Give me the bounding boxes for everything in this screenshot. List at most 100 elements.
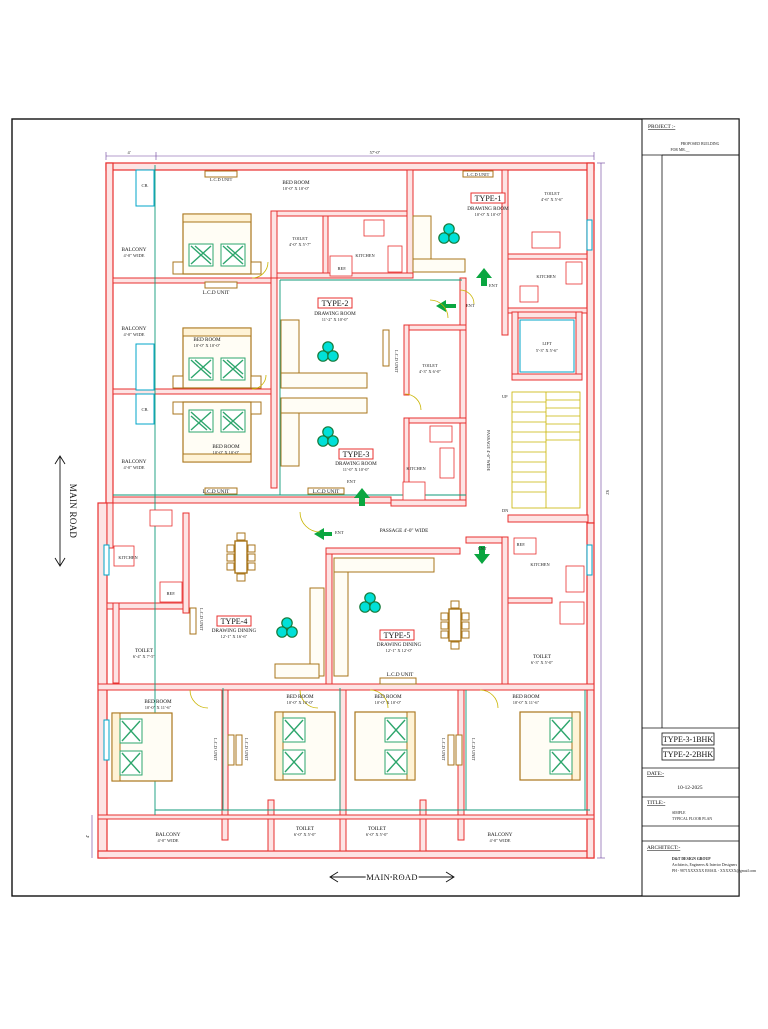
label-balcony-2: BALCONY: [121, 326, 146, 332]
lift-shaft: [519, 319, 575, 373]
label-balcony-3-dim: 4'-0" WIDE: [124, 465, 145, 470]
key-box-2: [661, 747, 715, 761]
label-bed-b3: BED ROOM: [374, 694, 402, 700]
staircase: [511, 391, 581, 509]
lift-label: LIFT: [542, 341, 552, 346]
architect-label: ARCHITECT:-: [647, 845, 680, 851]
label-lcd-t3b: L.C.D UNIT: [313, 489, 340, 495]
label-toilet-b1-dim: 6'-0" X 5'-0": [294, 832, 316, 837]
label-toilet-top-mid-dim: 4'-0" X 5'-7": [289, 242, 311, 247]
label-lcd-b4: L.C.D UNIT: [471, 738, 476, 761]
bottom-road-label: MAIN ROAD: [366, 872, 418, 882]
label-lcd-2: L.C.D UNIT: [203, 290, 230, 296]
type-3-box: [338, 448, 374, 460]
label-toilet-b2-dim: 6'-0" X 5'-0": [366, 832, 388, 837]
label-drawing-t2-dim: 11'-2" X 10'-0": [322, 317, 349, 322]
entry-arrows: [314, 268, 492, 564]
label-lcd-b3: L.C.D UNIT: [441, 738, 446, 761]
project-label: PROJECT :-: [648, 124, 676, 130]
dim-top-left: 4': [128, 150, 131, 155]
date-label: DATE:-: [647, 771, 664, 777]
title-line-2: TYPICAL FLOOR PLAN: [672, 817, 712, 821]
project-line-1: PROPOSED BUILDING: [681, 142, 720, 146]
label-lcd-b2: L.C.D UNIT: [244, 738, 249, 761]
label-drawing-t3-dim: 11'-0" X 10'-0": [343, 467, 370, 472]
label-toilet-t5: TOILET: [533, 654, 552, 660]
title-line-1: SIMPLE: [672, 811, 686, 815]
label-toilet-t5-dim: 6'-3" X 5'-0": [531, 660, 553, 665]
title-block-frame: [641, 118, 740, 897]
title-block: [642, 154, 739, 897]
label-ref-t5: REF.: [517, 542, 526, 547]
label-kitchen-top-mid: KITCHEN: [355, 253, 375, 258]
label-bed-t3-dim: 10'-0" X 10'-0": [213, 450, 240, 455]
label-lcd-t5: L.C.D UNIT: [387, 672, 414, 678]
label-toilet-t4: TOILET: [135, 648, 154, 654]
label-bed-t2: BED ROOM: [193, 337, 221, 343]
type-3-label: TYPE-3: [343, 450, 370, 459]
label-lcd-b1: L.C.D UNIT: [213, 738, 218, 761]
label-balcony-b2: BALCONY: [487, 832, 512, 838]
label-cb-2: CB.: [142, 407, 149, 412]
label-bed-t2-dim: 10'-0" X 10'-0": [194, 343, 221, 348]
label-toilet-t4-dim: 6'-4" X 7'-5": [133, 654, 155, 659]
type-2-box: [317, 297, 353, 309]
architect-line-3: PH - 9871XXXXXX EMAIL - XXXXXX@gmail.com: [672, 869, 756, 873]
label-ref-1: REF.: [338, 266, 347, 271]
label-drawing-t1: DRAWING ROOM: [467, 206, 509, 212]
label-balcony-3: BALCONY: [121, 459, 146, 465]
label-drawing-t5-dim: 12'-1" X 12'-0": [386, 648, 413, 653]
label-kitchen-t1: KITCHEN: [536, 274, 556, 279]
label-drawing-t2: DRAWING ROOM: [314, 311, 356, 317]
label-toilet-t1: TOILET: [544, 191, 560, 196]
label-lcd-t2: L.C.D UNIT: [394, 350, 399, 373]
label-drawing-t4: DRAWING DINING: [212, 628, 257, 634]
side-road-arrow: [54, 455, 66, 567]
type-4-label: TYPE-4: [221, 617, 248, 626]
architect-line-2: Architects, Engineers & Interior Designe…: [672, 863, 738, 868]
stair-up-label: UP: [502, 394, 508, 399]
lift-dim: 5'-3" X 5'-6": [536, 348, 558, 353]
label-bed-top-dim: 10'-0" X 10'-0": [283, 186, 310, 191]
label-toilet-top-mid: TOILET: [292, 236, 308, 241]
label-bed-b1: BED ROOM: [144, 699, 172, 705]
passage-vertical-label: PASSAGE 4'-0" WIDE: [486, 430, 491, 471]
label-drawing-t3: DRAWING ROOM: [335, 461, 377, 467]
key-box-1: [661, 732, 715, 746]
label-ent-passage: ENT: [335, 530, 344, 535]
type-1-label: TYPE-1: [475, 194, 502, 203]
label-balcony-1: BALCONY: [121, 247, 146, 253]
label-ent-t3: ENT: [347, 479, 356, 484]
label-balcony-1-dim: 4'-0" WIDE: [124, 253, 145, 258]
label-balcony-2-dim: 4'-0" WIDE: [124, 332, 145, 337]
label-ref-t4: REF.: [167, 591, 176, 596]
label-bed-b2: BED ROOM: [286, 694, 314, 700]
label-bed-top: BED ROOM: [282, 180, 310, 186]
label-kitchen-t4: KITCHEN: [118, 555, 138, 560]
type-1-box: [470, 192, 506, 204]
bottom-road-arrow: [329, 871, 455, 883]
architect-line-1: D&T DESIGN GROUP: [672, 857, 711, 861]
dim-bottom-left: 4': [85, 835, 90, 838]
interior-walls: [97, 169, 595, 852]
title-label: TITLE:-: [647, 800, 665, 806]
label-cb-1: CB.: [142, 183, 149, 188]
dim-top-overall: 57'-0": [370, 150, 381, 155]
label-bed-b2-dim: 10'-0" X 10'-0": [287, 700, 314, 705]
key-type-2: TYPE-2-2BHK: [663, 750, 713, 759]
type-5-box: [379, 629, 415, 641]
label-ent-t2: ENT: [466, 303, 475, 308]
type-5-label: TYPE-5: [384, 631, 411, 640]
label-toilet-t2: TOILET: [422, 363, 438, 368]
label-balcony-b2-dim: 4'-0" WIDE: [490, 838, 511, 843]
label-passage-h: PASSAGE 4'-0" WIDE: [380, 528, 429, 534]
side-road-label: MAIN ROAD: [68, 484, 78, 539]
label-bed-b1-dim: 10'-0" X 11'-6": [145, 705, 172, 710]
label-toilet-b2: TOILET: [368, 826, 387, 832]
type-4-box: [216, 615, 252, 627]
label-kitchen-t3: KITCHEN: [406, 466, 426, 471]
label-toilet-b1: TOILET: [296, 826, 315, 832]
label-drawing-t4-dim: 12'-1" X 16'-6": [221, 634, 248, 639]
